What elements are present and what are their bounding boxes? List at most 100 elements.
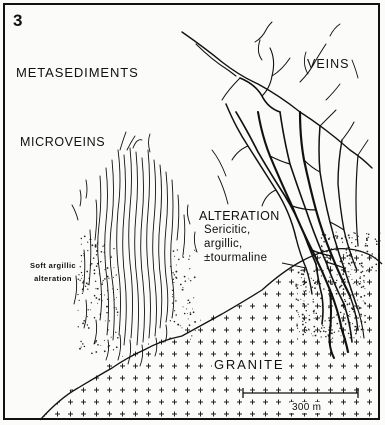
stipple-dot <box>111 257 112 258</box>
stipple-dot <box>349 255 350 256</box>
stipple-dot <box>78 326 79 327</box>
stipple-dot <box>351 269 352 270</box>
stipple-dot <box>355 272 356 273</box>
stipple-dot <box>81 255 82 256</box>
stipple-dot <box>364 288 365 289</box>
stipple-dot <box>345 267 346 268</box>
stipple-dot <box>79 348 81 350</box>
stipple-dot <box>303 281 304 282</box>
stipple-dot <box>355 251 356 252</box>
stipple-dot <box>299 316 300 317</box>
stipple-dot <box>357 285 358 286</box>
stipple-dot <box>365 245 367 247</box>
stipple-dot <box>341 237 343 239</box>
stipple-dot <box>182 255 183 256</box>
stipple-dot <box>94 317 96 319</box>
stipple-dot <box>96 265 98 267</box>
stipple-dot <box>303 293 305 295</box>
stipple-dot <box>182 306 183 307</box>
stipple-dot <box>337 235 339 237</box>
stipple-dot <box>361 286 363 288</box>
stipple-dot <box>82 343 84 345</box>
stipple-dot <box>95 281 96 282</box>
stipple-dot <box>81 238 82 239</box>
stipple-dot <box>115 332 116 333</box>
stipple-dot <box>117 289 118 290</box>
stipple-dot <box>91 302 92 303</box>
stipple-dot <box>353 337 354 338</box>
stipple-dot <box>174 256 175 257</box>
stipple-dot <box>93 257 95 259</box>
stipple-dot <box>366 238 368 240</box>
alteration-line-3: ±tourmaline <box>204 251 280 265</box>
stipple-dot <box>104 269 105 270</box>
stipple-dot <box>117 337 119 339</box>
stipple-dot <box>349 302 350 303</box>
stipple-dot <box>368 271 370 273</box>
stipple-dot <box>336 280 337 281</box>
stipple-dot <box>97 303 98 304</box>
stipple-dot <box>323 241 325 243</box>
granite-label: GRANITE <box>212 357 286 372</box>
stipple-dot <box>80 341 81 342</box>
stipple-dot <box>189 302 191 304</box>
stipple-dot <box>113 267 114 268</box>
stipple-dot <box>350 274 351 275</box>
stipple-dot <box>336 293 338 295</box>
stipple-dot <box>364 321 366 323</box>
stipple-dot <box>87 241 88 242</box>
stipple-dot <box>308 319 310 321</box>
stipple-dot <box>176 264 177 265</box>
stipple-dot <box>353 283 354 284</box>
stipple-dot <box>297 328 298 329</box>
stipple-dot <box>361 265 363 267</box>
stipple-dot <box>192 308 193 309</box>
stipple-dot <box>85 286 86 287</box>
stipple-dot <box>364 282 365 283</box>
stipple-dot <box>342 242 343 243</box>
stipple-dot <box>351 262 353 264</box>
stipple-dot <box>349 304 350 305</box>
stipple-dot <box>307 304 308 305</box>
stipple-dot <box>367 251 369 253</box>
alteration-line-2: argillic, <box>204 237 280 251</box>
stipple-dot <box>78 310 79 311</box>
stipple-dot <box>107 267 109 269</box>
stipple-dot <box>379 232 381 234</box>
stipple-dot <box>331 339 332 340</box>
veins-label: VEINS <box>307 57 350 71</box>
stipple-dot <box>359 263 361 265</box>
stipple-dot <box>368 237 369 238</box>
stipple-dot <box>371 253 372 254</box>
stipple-dot <box>86 271 88 273</box>
stipple-dot <box>94 273 96 275</box>
stipple-dot <box>187 299 189 301</box>
stipple-dot <box>182 289 183 290</box>
stipple-dot <box>355 239 356 240</box>
stipple-dot <box>336 249 338 251</box>
stipple-dot <box>82 323 84 325</box>
stipple-dot <box>348 333 350 335</box>
stipple-dot <box>83 320 85 322</box>
stipple-dot <box>341 285 343 287</box>
stipple-dot <box>346 255 348 257</box>
stipple-dot <box>313 326 315 328</box>
stipple-dot <box>301 277 302 278</box>
stipple-dot <box>364 302 365 303</box>
stipple-dot <box>326 251 328 253</box>
stipple-dot <box>298 272 300 274</box>
stipple-dot <box>354 282 355 283</box>
stipple-dot <box>100 345 101 346</box>
stipple-dot <box>88 327 90 329</box>
stipple-dot <box>343 313 345 315</box>
stipple-dot <box>350 256 351 257</box>
stipple-dot <box>346 252 347 253</box>
stipple-dot <box>98 298 100 300</box>
stipple-dot <box>190 313 192 315</box>
stipple-dot <box>187 313 188 314</box>
stipple-dot <box>347 303 349 305</box>
stipple-dot <box>315 335 317 337</box>
stipple-dot <box>338 330 339 331</box>
stipple-dot <box>375 264 377 266</box>
stipple-dot <box>344 299 345 300</box>
